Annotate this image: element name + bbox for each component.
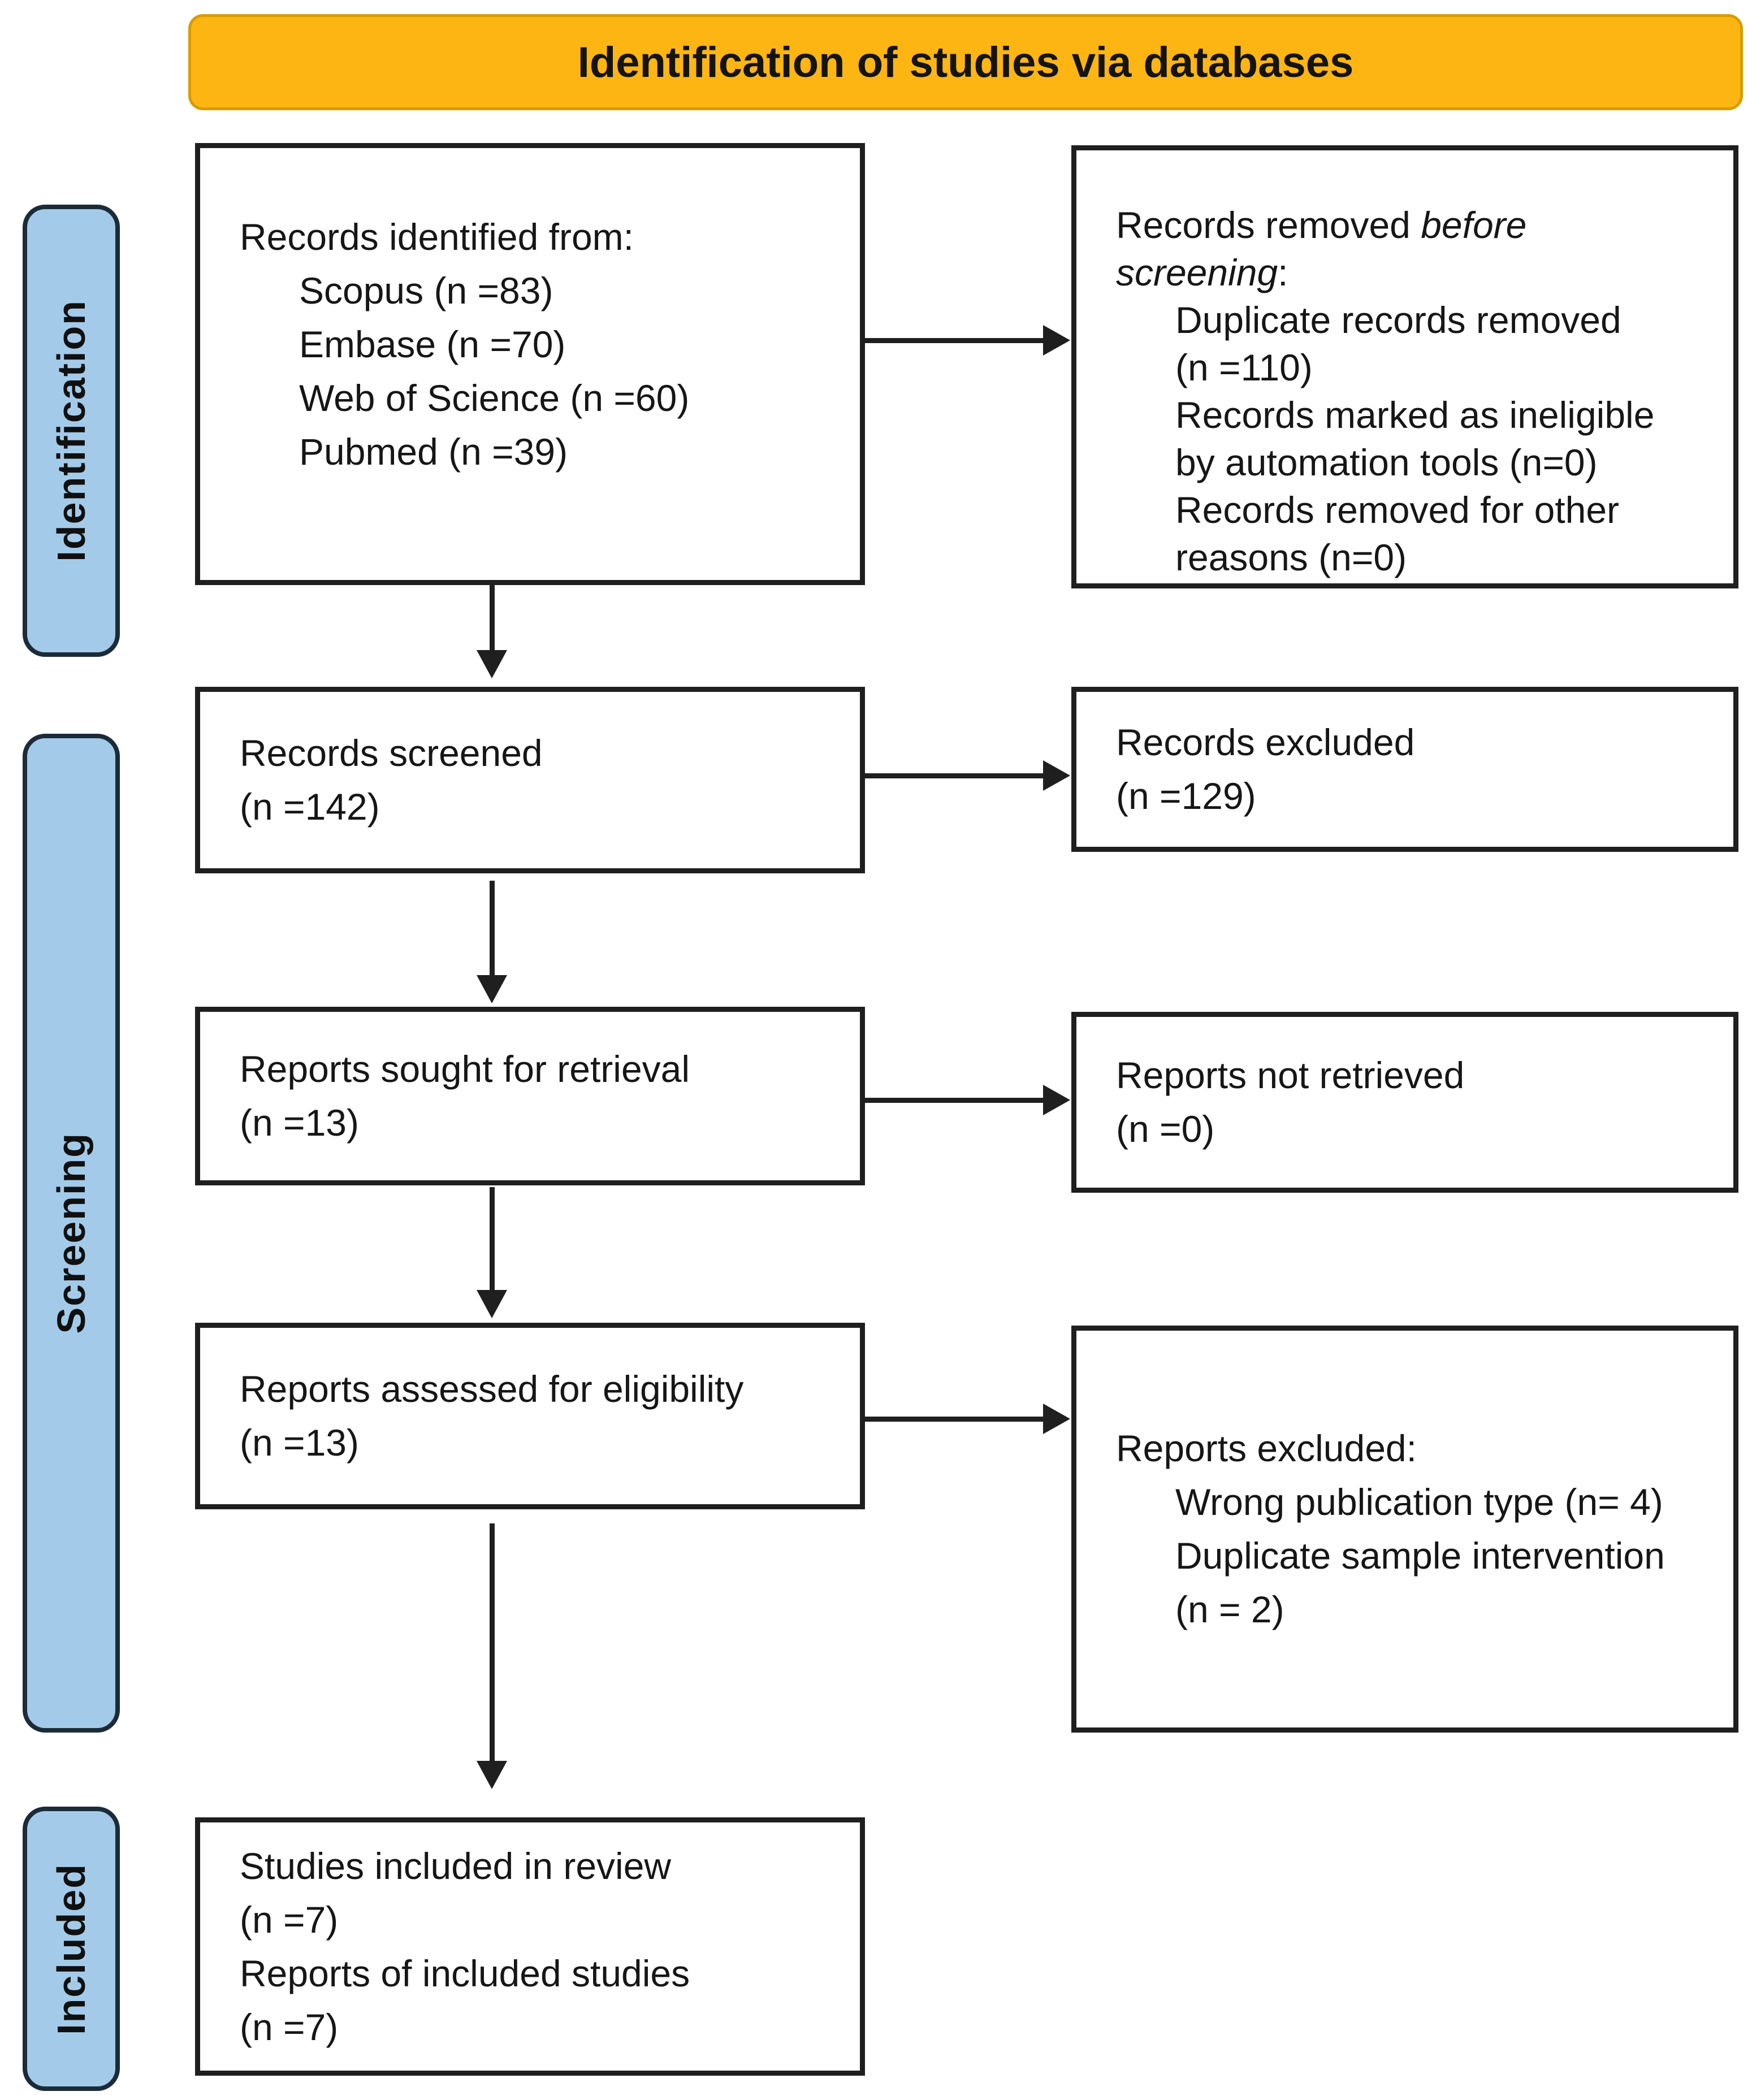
box-text-segment: (n =7) [240, 2006, 339, 2048]
arrow-line [490, 585, 495, 652]
box-text-segment: Records marked as ineligible [1175, 394, 1655, 436]
box-studies-included: Studies included in review (n =7) Reports … [195, 1817, 865, 2076]
sidebar-identification: Identification [23, 205, 120, 657]
box-text-segment: : [1278, 252, 1288, 293]
box-text-line: Records identified from: [240, 210, 843, 264]
box-text-segment: Scopus (n =83) [299, 270, 553, 311]
box-text-segment: (n = 2) [1175, 1588, 1284, 1630]
box-text-line: (n =129) [1116, 769, 1716, 823]
arrow-line [490, 1187, 495, 1292]
box-text-line: reasons (n=0) [1116, 534, 1716, 581]
box-text-line: (n =142) [240, 780, 843, 834]
box-text-line: Reports sought for retrieval [240, 1042, 843, 1096]
box-text-segment: (n =13) [240, 1102, 359, 1144]
box-text-segment: (n =110) [1175, 347, 1313, 388]
box-reports-sought: Reports sought for retrieval (n =13) [195, 1007, 865, 1185]
box-records-excluded: Records excluded (n =129) [1071, 687, 1738, 852]
box-text-segment: Reports excluded: [1116, 1427, 1417, 1469]
box-text-segment: Duplicate sample intervention [1175, 1535, 1665, 1577]
box-text-segment: Records removed for other [1175, 489, 1620, 531]
box-text-line: Reports of included studies [240, 1947, 843, 2001]
arrow-line [490, 881, 495, 977]
box-text-line: (n = 2) [1116, 1583, 1716, 1636]
box-text-line: Studies included in review [240, 1839, 843, 1893]
box-text-segment: before [1421, 204, 1527, 246]
box-text-segment: Records removed [1116, 204, 1421, 246]
box-text-line: Records removed for other [1116, 486, 1716, 534]
arrow-right-head-icon [1043, 1085, 1070, 1115]
box-text-segment: Web of Science (n =60) [299, 377, 690, 419]
arrow-down-head-icon [477, 1761, 507, 1789]
box-text-segment: Pubmed (n =39) [299, 431, 568, 473]
box-text-line: (n =7) [240, 1893, 843, 1947]
box-text-segment: Embase (n =70) [299, 323, 566, 365]
sidebar-identification-label: Identification [49, 300, 93, 562]
box-text-segment: Studies included in review [240, 1844, 672, 1887]
box-text-line: (n =0) [1116, 1102, 1716, 1156]
box-text-segment: (n =129) [1116, 775, 1256, 817]
arrow-right-head-icon [1043, 1404, 1070, 1434]
box-text-line: Reports excluded: [1116, 1422, 1716, 1475]
title-banner-label: Identification of studies via databases [577, 38, 1354, 86]
arrow-line [490, 1523, 495, 1763]
box-text-segment: (n =0) [1116, 1108, 1215, 1150]
box-text-segment: Records excluded [1116, 721, 1415, 763]
sidebar-included: Included [23, 1807, 120, 2091]
sidebar-included-label: Included [49, 1863, 93, 2035]
box-text-segment: (n =7) [240, 1898, 339, 1941]
box-text-segment: Records identified from: [240, 216, 634, 258]
box-text-line: Duplicate sample intervention [1116, 1529, 1716, 1583]
box-text-segment: (n =13) [240, 1422, 359, 1463]
arrow-line [865, 1417, 1045, 1422]
box-text-line: by automation tools (n=0) [1116, 439, 1716, 486]
box-text-segment: Reports of included studies [240, 1952, 690, 1994]
box-text-line: Records removed before [1116, 201, 1716, 249]
box-text-segment: Reports assessed for eligibility [240, 1368, 744, 1410]
box-records-screened: Records screened (n =142) [195, 687, 865, 873]
box-text-segment: Reports not retrieved [1116, 1054, 1465, 1096]
box-text-segment: Reports sought for retrieval [240, 1048, 690, 1090]
box-reports-not-retrieved: Reports not retrieved (n =0) [1071, 1012, 1738, 1193]
box-text-line: Records screened [240, 726, 843, 780]
box-text-line: Pubmed (n =39) [240, 425, 843, 479]
box-text-line: Reports assessed for eligibility [240, 1362, 843, 1416]
box-reports-excluded: Reports excluded: Wrong publication type … [1071, 1326, 1738, 1733]
box-text-segment: Duplicate records removed [1175, 299, 1621, 341]
arrow-line [865, 773, 1045, 778]
box-text-line: (n =13) [240, 1096, 843, 1150]
sidebar-screening: Screening [23, 734, 120, 1733]
box-reports-assessed: Reports assessed for eligibility (n =13) [195, 1323, 865, 1509]
box-text-segment: reasons (n=0) [1175, 536, 1407, 578]
box-text-segment: Wrong publication type (n= 4) [1175, 1481, 1663, 1523]
box-text-line: Wrong publication type (n= 4) [1116, 1475, 1716, 1529]
box-text-line: Records marked as ineligible [1116, 391, 1716, 439]
title-banner: Identification of studies via databases [188, 14, 1743, 110]
box-text-line: (n =13) [240, 1416, 843, 1470]
arrow-down-head-icon [477, 975, 507, 1003]
sidebar-screening-label: Screening [49, 1132, 93, 1334]
box-text-line: screening: [1116, 249, 1716, 296]
box-records-identified: Records identified from: Scopus (n =83) Em… [195, 143, 865, 585]
arrow-line [865, 338, 1045, 343]
arrow-down-head-icon [477, 1290, 507, 1318]
arrow-right-head-icon [1043, 760, 1070, 791]
arrow-line [865, 1098, 1045, 1103]
box-text-line: Duplicate records removed [1116, 296, 1716, 344]
box-text-line: (n =7) [240, 2001, 843, 2054]
box-text-line: Records excluded [1116, 716, 1716, 769]
arrow-right-head-icon [1043, 325, 1070, 356]
box-text-line: Web of Science (n =60) [240, 371, 843, 425]
box-text-segment: screening [1116, 252, 1278, 293]
arrow-down-head-icon [477, 650, 507, 678]
box-text-segment: (n =142) [240, 786, 380, 828]
box-text-line: (n =110) [1116, 344, 1716, 391]
box-text-line: Embase (n =70) [240, 318, 843, 371]
box-text-line: Scopus (n =83) [240, 264, 843, 318]
box-text-segment: by automation tools (n=0) [1175, 441, 1598, 483]
box-text-segment: Records screened [240, 732, 543, 774]
box-text-line: Reports not retrieved [1116, 1049, 1716, 1102]
